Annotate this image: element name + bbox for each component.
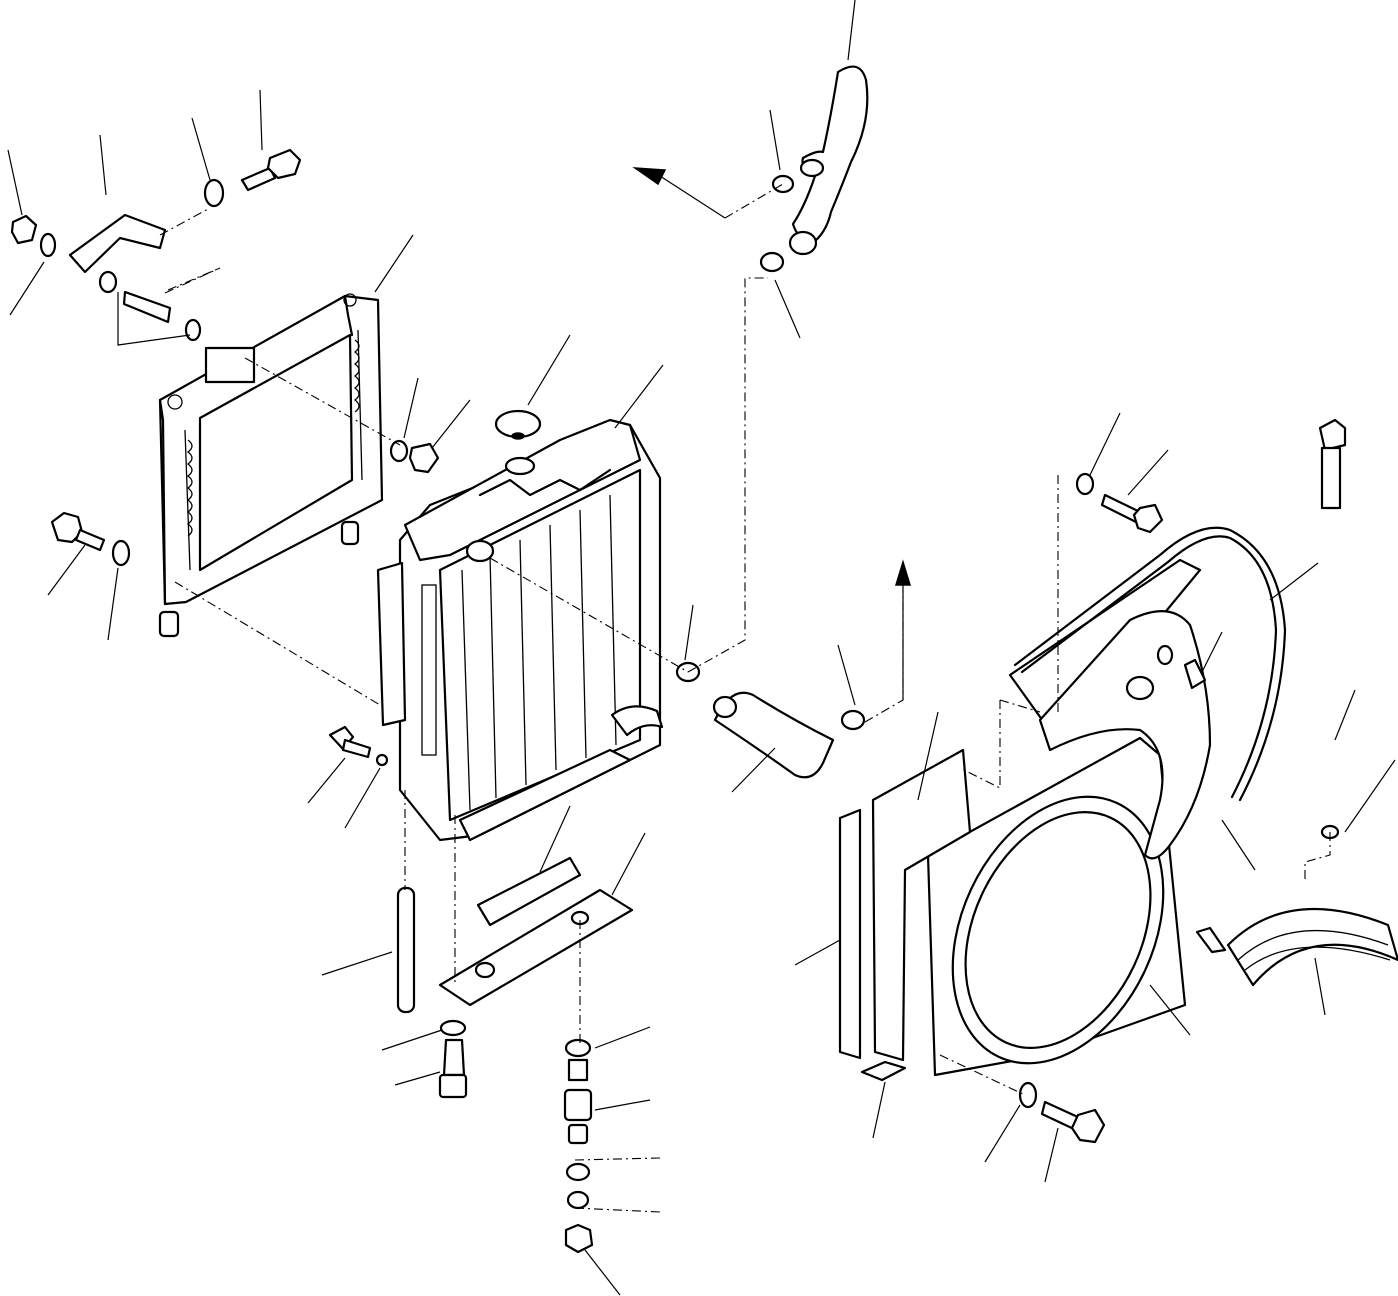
assembly-lines [159,183,1331,1213]
oil-cooler [158,293,384,638]
hardware [10,148,1347,1254]
fan-guard-segment [1195,907,1398,987]
guard-rod [1013,526,1287,802]
stay-rod [396,886,416,1014]
leader-lines [7,0,1396,1296]
seal-plate [838,748,972,1082]
radiator [376,409,664,842]
hose-clamps [675,174,866,731]
fan-shroud [926,736,1187,1077]
direction-arrows [632,167,912,700]
upper-hose [788,65,869,256]
top-cover [1008,558,1212,860]
mount-bracket [438,856,634,1007]
lower-hose [712,691,835,779]
